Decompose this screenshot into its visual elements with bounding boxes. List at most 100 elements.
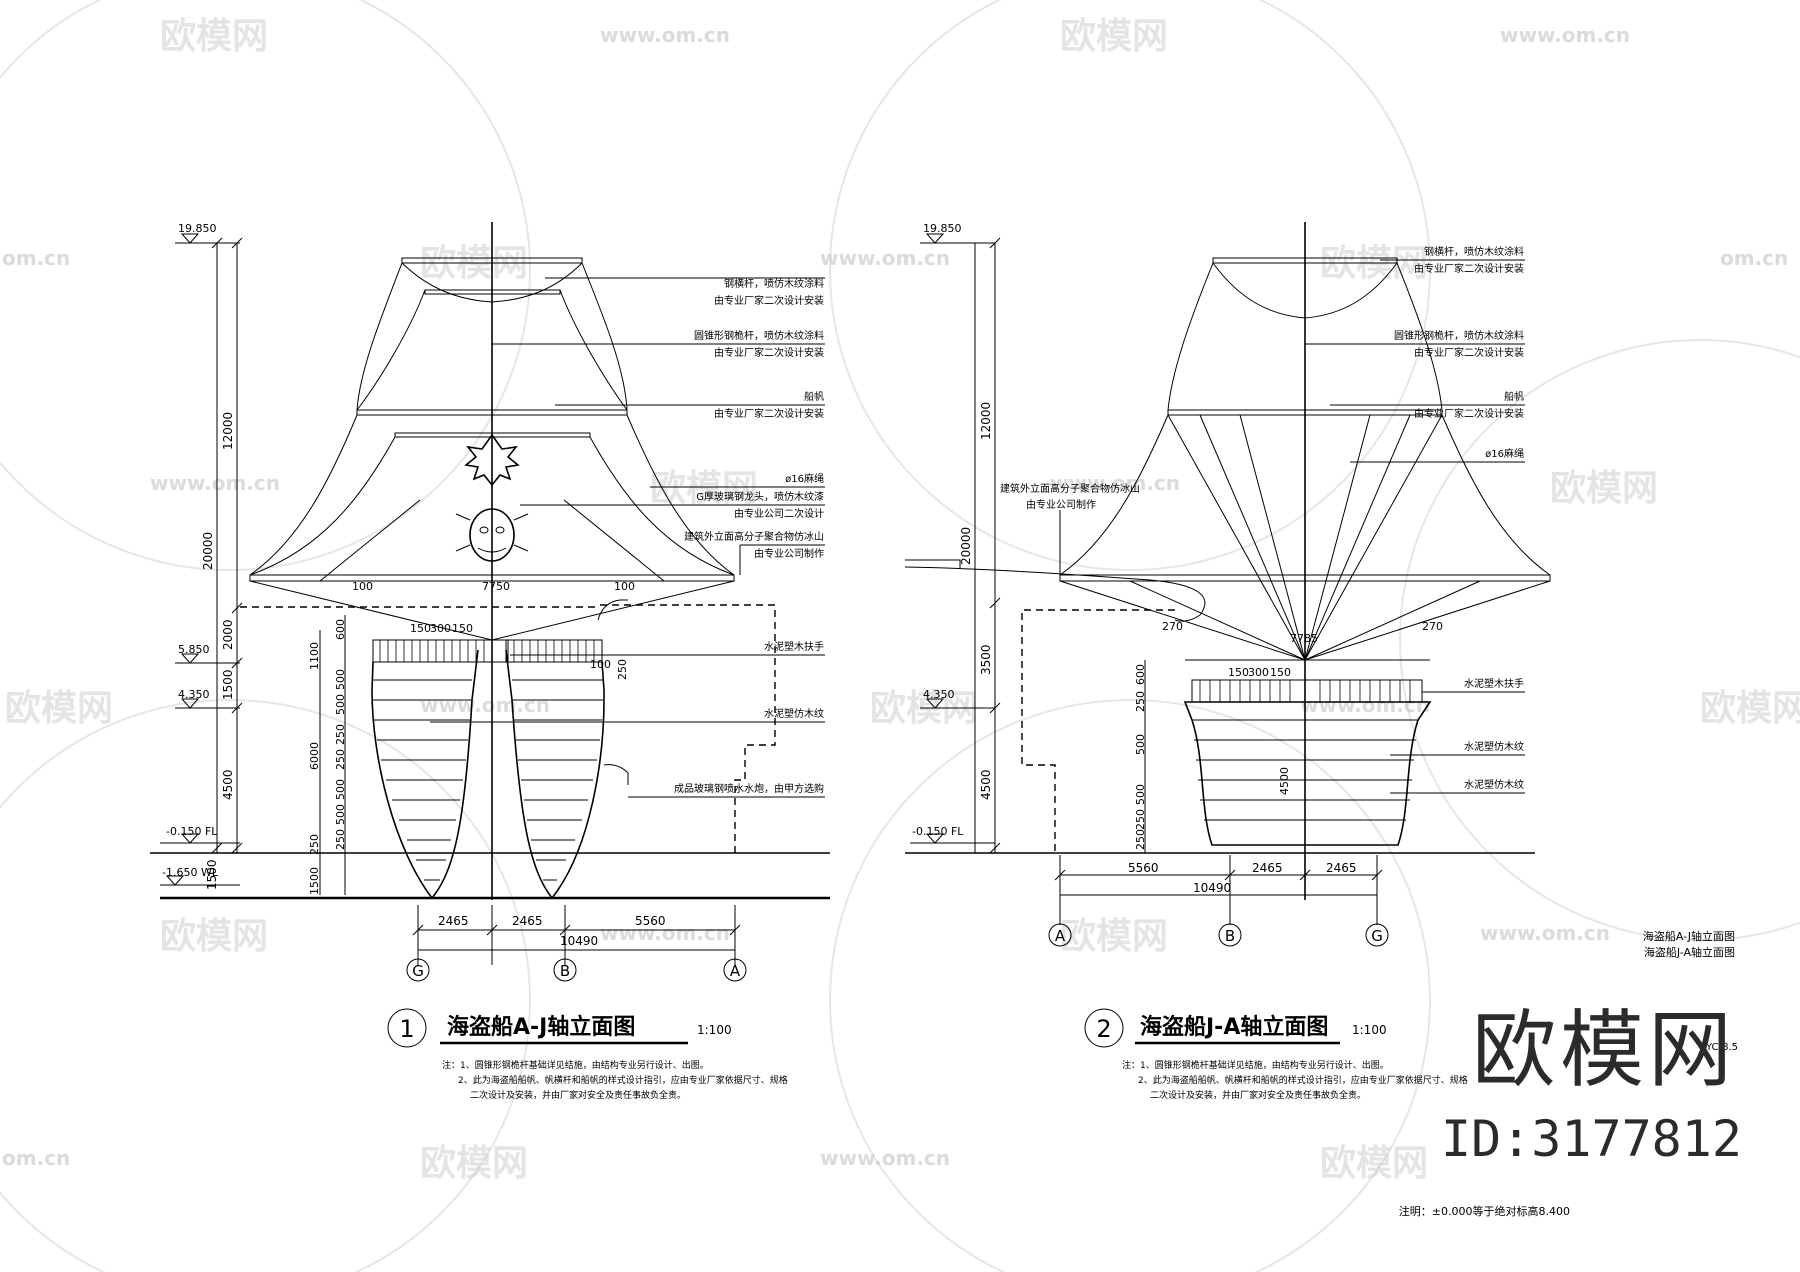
watermark-brand: 欧模网 xyxy=(160,16,268,57)
level-markers: 19.850 5.850 4.350 -0.150 FL -1.650 WL xyxy=(160,222,240,886)
dimension-label: 100 xyxy=(352,580,373,593)
dimension-label: 12000 xyxy=(979,402,993,440)
dimension-label: 1500 xyxy=(308,867,321,895)
callout-text: 由专业公司二次设计 xyxy=(734,507,824,520)
watermark-domain: om.cn xyxy=(2,1146,70,1170)
iceberg-profile xyxy=(904,566,1206,622)
watermark-brand: 欧模网 xyxy=(1060,16,1168,57)
sheet-footnote: 注明：±0.000等于绝对标高8.400 xyxy=(1399,1204,1570,1218)
drawing-title-2: 2 海盗船J-A轴立面图 1:100 注：1、圆锥形钢桅杆基础详见结施，由结构专… xyxy=(1084,1008,1468,1101)
mast-and-sails xyxy=(249,222,735,900)
watermark-domain: om.cn xyxy=(2,246,70,270)
watermark-url: www.om.cn xyxy=(1050,471,1180,495)
callout-text: 由专业厂家二次设计安装 xyxy=(1414,262,1524,275)
watermark-domain: om.cn xyxy=(1720,246,1788,270)
dimension-label: 250 xyxy=(616,659,629,680)
drawing-note: 二次设计及安装，并由厂家对安全及责任事故负全责。 xyxy=(470,1089,686,1101)
callout-text: 水泥塑仿木纹 xyxy=(764,707,824,720)
drawing-scale: 1:100 xyxy=(697,1023,732,1037)
dimension-chain-inner: 600 1100 500 500 250 250 6000 500 500 25… xyxy=(308,615,347,895)
building-outline-dashed xyxy=(600,604,776,853)
drawing-number: 1 xyxy=(399,1015,414,1043)
callouts: 钢横杆，喷仿木纹涂料 由专业厂家二次设计安装 圆锥形钢桅杆，喷仿木纹涂料 由专业… xyxy=(1000,245,1525,794)
level-label: -1.650 WL xyxy=(162,866,219,879)
dimension-label: 10490 xyxy=(1193,881,1231,895)
corner-model-id: ID:3177812 xyxy=(1440,1110,1742,1168)
ropes xyxy=(1059,414,1551,661)
yard-arm xyxy=(1167,409,1443,416)
yard-arm xyxy=(401,257,583,264)
iceberg-edge xyxy=(597,599,628,621)
dimension-label: 20000 xyxy=(201,532,215,570)
watermark-url: www.om.cn xyxy=(420,693,550,717)
callout-text: 由专业厂家二次设计安装 xyxy=(1414,407,1524,420)
sail-edge xyxy=(1304,262,1398,319)
sail-edge xyxy=(491,262,583,303)
callout-text: 钢横杆，喷仿木纹涂料 xyxy=(1424,245,1524,258)
watermark-brand: 欧模网 xyxy=(1550,468,1658,509)
rope xyxy=(491,580,735,641)
yard-arm xyxy=(1059,574,1551,582)
watermark-brand: 欧模网 xyxy=(420,1143,528,1184)
callout-text: 水泥塑木扶手 xyxy=(764,640,824,653)
hull xyxy=(1183,679,1432,846)
callout-text: 建筑外立面高分子聚合物仿冰山 xyxy=(684,530,824,543)
dimension-label: 150 xyxy=(1270,666,1291,679)
watermark-brand: 欧模网 xyxy=(1700,688,1800,729)
dimension-label: 20000 xyxy=(959,527,973,565)
dimension-label: 250 xyxy=(1134,691,1147,712)
dimension-label: 250 xyxy=(1134,809,1147,830)
watermark-url: www.om.cn xyxy=(150,471,280,495)
bottom-dimensions: 2465 2465 5560 10490 xyxy=(412,905,741,965)
axis-label: B xyxy=(1225,927,1235,945)
drawing-note: 2、此为海盗船船帆、帆横杆和船帆的样式设计指引，应由专业厂家依据尺寸、规格 xyxy=(1138,1074,1468,1086)
dimension-label: 500 xyxy=(334,694,347,715)
dimension-label: 1500 xyxy=(221,669,235,700)
level-label: 5.850 xyxy=(178,643,210,656)
sail-edge xyxy=(1396,262,1443,411)
sail-edge xyxy=(581,262,628,411)
callout-text: ø16麻绳 xyxy=(1485,447,1524,460)
dimension-label: 1100 xyxy=(308,642,321,670)
callout-text: 由专业厂家二次设计安装 xyxy=(1414,346,1524,359)
callout-text: 由专业公司制作 xyxy=(1026,498,1096,511)
dimension-label: 150 xyxy=(452,622,473,635)
drawing-scale: 1:100 xyxy=(1352,1023,1387,1037)
axis-label: B xyxy=(560,962,570,980)
dimension-label: 250 xyxy=(308,834,321,855)
sheet-code: YC-8.5 xyxy=(1705,1042,1738,1053)
dimension-label: 12000 xyxy=(221,412,235,450)
yard-arm xyxy=(356,409,628,416)
drawing-title: 海盗船J-A轴立面图 xyxy=(1140,1014,1328,1040)
callout-text: 建筑外立面高分子聚合物仿冰山 xyxy=(1000,482,1140,495)
dimension-label: 2465 xyxy=(512,914,543,928)
watermark-brand: 欧模网 xyxy=(1060,916,1168,957)
watermark-url: www.om.cn xyxy=(600,921,730,945)
sail-edge xyxy=(249,414,358,576)
dimension-label: 250 xyxy=(334,829,347,850)
watermark-brand: 欧模网 xyxy=(5,688,113,729)
callout-text: 成品玻璃钢喷水水炮，由甲方选购 xyxy=(674,782,824,795)
hull-railing xyxy=(372,639,509,663)
drawing-note: 注：1、圆锥形钢桅杆基础详见结施，由结构专业另行设计、出图。 xyxy=(442,1059,709,1071)
dimension-label: 250 xyxy=(334,749,347,770)
level-label: 4.350 xyxy=(178,688,210,701)
dimension-chain-left: 12000 20000 3500 4500 xyxy=(959,237,1001,854)
dimension-label: 300 xyxy=(430,622,451,635)
dimension-label: 5560 xyxy=(635,914,666,928)
dimension-label: 500 xyxy=(334,779,347,800)
dimension-label: 500 xyxy=(1134,784,1147,805)
dimension-label: 2465 xyxy=(1252,861,1283,875)
dimension-label: 7750 xyxy=(482,580,510,593)
watermark-url: www.om.cn xyxy=(1300,693,1430,717)
rope xyxy=(319,499,421,582)
drawing-note: 二次设计及安装，并由厂家对安全及责任事故负全责。 xyxy=(1150,1089,1366,1101)
dimension-chain-inner: 600 250 500 500 250 250 xyxy=(1134,660,1147,853)
dimension-label: 250 xyxy=(1134,829,1147,850)
callout-text: 钢横杆，喷仿木纹涂料 xyxy=(724,277,824,290)
drawing-title: 海盗船A-J轴立面图 xyxy=(447,1014,635,1040)
dimension-label: 2465 xyxy=(438,914,469,928)
callout-text: 船帆 xyxy=(1504,390,1524,403)
callout-text: 由专业厂家二次设计安装 xyxy=(714,294,824,307)
